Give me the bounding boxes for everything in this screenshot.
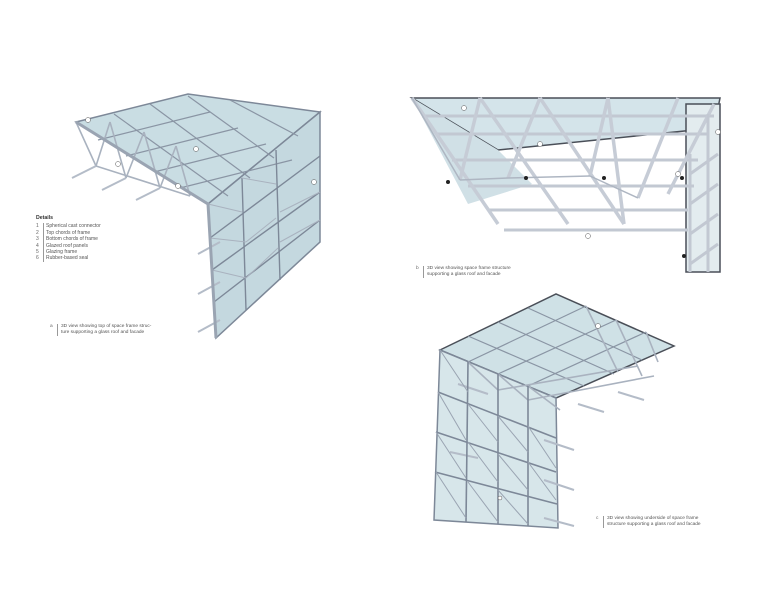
details-title: Details [36, 215, 54, 221]
caption-c: c 3D view showing underside of space fra… [596, 516, 701, 528]
figure-c-drawing [428, 292, 678, 532]
figure-b-drawing [408, 94, 728, 274]
caption-a: a 3D view showing top of space frame str… [50, 324, 152, 336]
caption-b: b 3D view showing space frame structure … [416, 266, 511, 278]
figure-a-drawing [70, 92, 330, 342]
